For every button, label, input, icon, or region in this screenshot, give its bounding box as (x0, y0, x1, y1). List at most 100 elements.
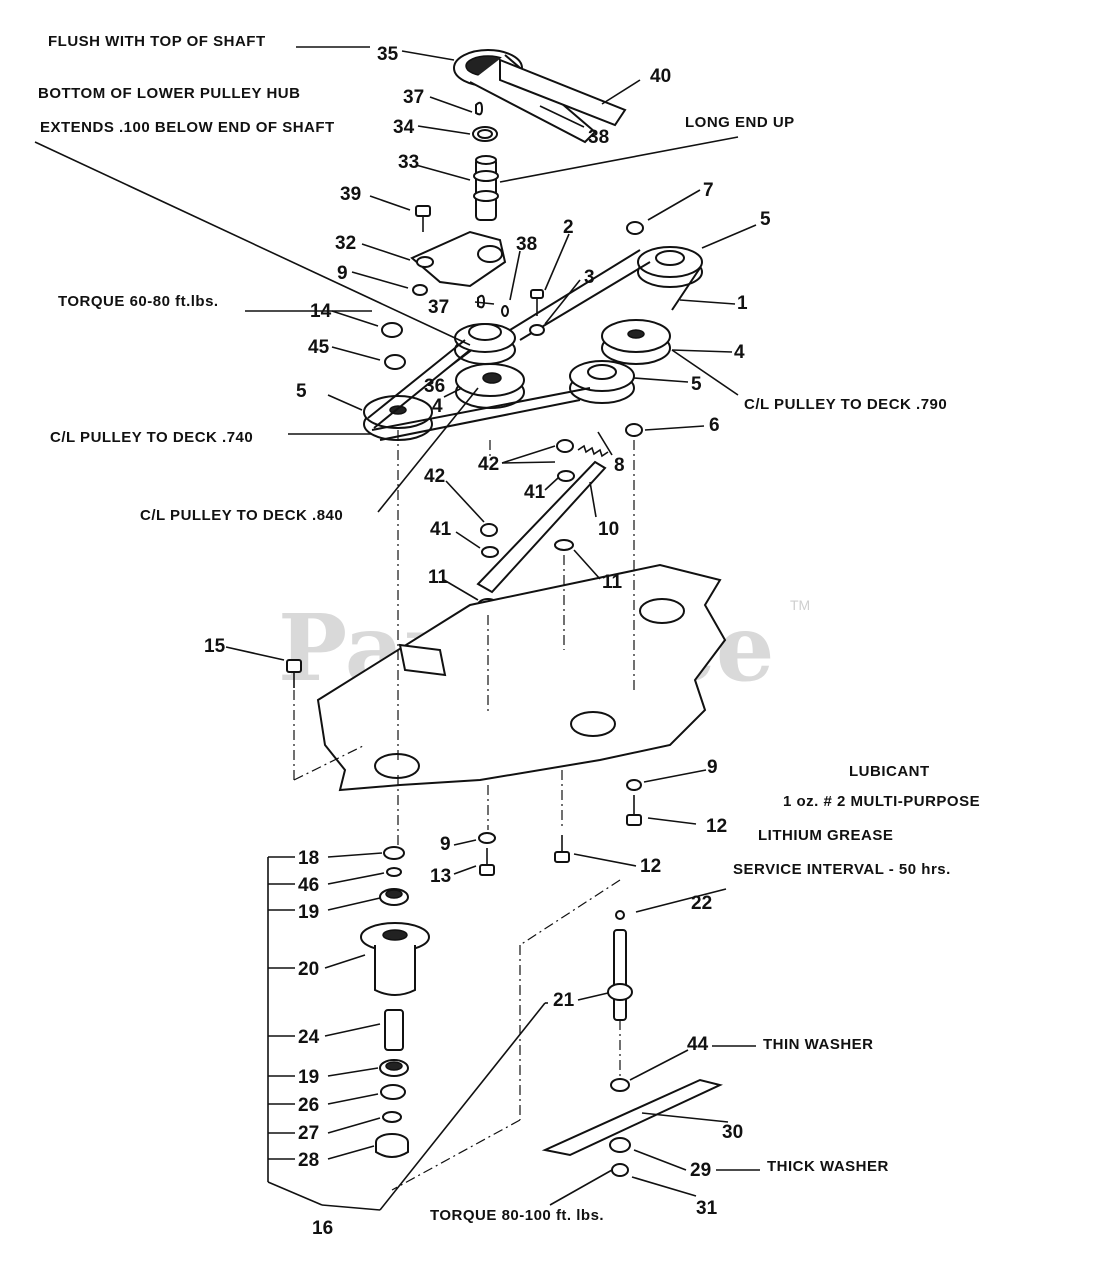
pulley-36 (454, 323, 516, 365)
callout-42b: 42 (424, 466, 445, 487)
callout-26: 26 (298, 1095, 319, 1116)
callout-19b: 19 (298, 1067, 319, 1088)
pulley-4-right (601, 319, 671, 365)
note-cl-790: C/L PULLEY TO DECK .790 (744, 396, 947, 413)
callout-15: 15 (204, 636, 226, 657)
callout-19a: 19 (298, 902, 319, 923)
callout-35: 35 (377, 44, 399, 65)
bolt-15 (286, 659, 302, 688)
callout-7: 7 (703, 180, 714, 201)
nut-42b (480, 523, 498, 537)
callout-46: 46 (298, 875, 319, 896)
washer-41a (557, 470, 575, 482)
leader-lines (34, 46, 760, 1211)
note-flush-top-shaft: FLUSH WITH TOP OF SHAFT (48, 33, 266, 50)
callout-39: 39 (340, 184, 361, 205)
spacer-6 (625, 423, 643, 437)
seal-27 (382, 1111, 402, 1123)
note-service-interval: SERVICE INTERVAL - 50 hrs. (733, 861, 951, 878)
callout-2: 2 (563, 217, 574, 238)
callout-5c: 5 (691, 374, 702, 395)
callout-10: 10 (598, 519, 619, 540)
note-cl-840: C/L PULLEY TO DECK .840 (140, 507, 343, 524)
callout-41b: 41 (430, 519, 452, 540)
retaining-ring-34 (472, 126, 498, 142)
key-37b (477, 294, 486, 309)
nut-7 (626, 221, 644, 235)
bolt-2 (530, 289, 544, 316)
callout-37b: 37 (428, 297, 449, 318)
thin-washer-44 (610, 1078, 630, 1092)
bushing-11b (554, 539, 574, 551)
callout-13: 13 (430, 866, 451, 887)
callout-36: 36 (424, 376, 445, 397)
nut-42a (556, 439, 574, 453)
callout-21: 21 (553, 990, 575, 1011)
spacer-46 (386, 867, 402, 877)
callout-44: 44 (687, 1034, 709, 1055)
note-torque-80-100: TORQUE 80-100 ft. lbs. (430, 1207, 604, 1224)
callout-6: 6 (709, 415, 720, 436)
callout-9a: 9 (337, 263, 348, 284)
spindle-housing-20 (360, 922, 430, 996)
bearing-19a (379, 888, 409, 906)
callout-30: 30 (722, 1122, 743, 1143)
note-thick-washer: THICK WASHER (767, 1158, 889, 1175)
bolt-13 (479, 848, 495, 876)
callout-42a: 42 (478, 454, 499, 475)
note-thin-washer: THIN WASHER (763, 1036, 874, 1053)
washer-3 (529, 324, 545, 336)
note-long-end-up: LONG END UP (685, 114, 795, 131)
washer-9c (478, 832, 496, 844)
note-lubricant-2: LITHIUM GREASE (758, 827, 893, 844)
callout-3: 3 (584, 267, 595, 288)
idler-arm-10 (476, 460, 607, 594)
callout-29: 29 (690, 1160, 711, 1181)
note-bottom-hub-1: BOTTOM OF LOWER PULLEY HUB (38, 85, 300, 102)
belt-guide-40 (499, 58, 627, 127)
callout-41a: 41 (524, 482, 546, 503)
callout-16: 16 (312, 1218, 333, 1239)
callout-38b: 38 (516, 234, 537, 255)
pivot-bracket-32 (410, 230, 507, 288)
washer-18 (383, 846, 405, 860)
callout-4a: 4 (734, 342, 745, 363)
washer-9a (412, 284, 428, 296)
washer-9b (626, 779, 642, 791)
callout-38a: 38 (588, 127, 609, 148)
washer-45 (384, 354, 406, 370)
bolt-12b (554, 835, 570, 863)
callout-4b: 4 (432, 396, 443, 417)
grease-fitting-22 (615, 910, 625, 920)
callout-5a: 5 (760, 209, 771, 230)
callout-12a: 12 (706, 816, 727, 837)
callout-12b: 12 (640, 856, 661, 877)
pulley-5-mid (569, 360, 635, 404)
callout-40: 40 (650, 66, 671, 87)
nut-14 (381, 322, 403, 338)
pulley-5-top-right (637, 246, 703, 288)
callout-32: 32 (335, 233, 356, 254)
key-38b (501, 305, 509, 317)
callout-45: 45 (308, 337, 330, 358)
bolt-39 (415, 205, 431, 232)
deck-plate (316, 563, 727, 792)
bolt-12a (626, 795, 642, 826)
callout-31: 31 (696, 1198, 718, 1219)
callout-5b: 5 (296, 381, 307, 402)
callout-37a: 37 (403, 87, 424, 108)
note-bottom-hub-2: EXTENDS .100 BELOW END OF SHAFT (40, 119, 335, 136)
watermark-tm: TM (790, 597, 810, 613)
note-cl-740: C/L PULLEY TO DECK .740 (50, 429, 253, 446)
blade-30 (541, 1078, 723, 1157)
center-lines (293, 430, 635, 1191)
key-37a (475, 101, 484, 116)
callout-22: 22 (691, 893, 712, 914)
note-lubricant-title: LUBICANT (849, 763, 930, 780)
callout-11b: 11 (602, 572, 623, 593)
bearing-cap-28 (375, 1133, 409, 1158)
callout-9c: 9 (440, 834, 451, 855)
nut-31 (611, 1163, 629, 1177)
callout-24: 24 (298, 1027, 320, 1048)
